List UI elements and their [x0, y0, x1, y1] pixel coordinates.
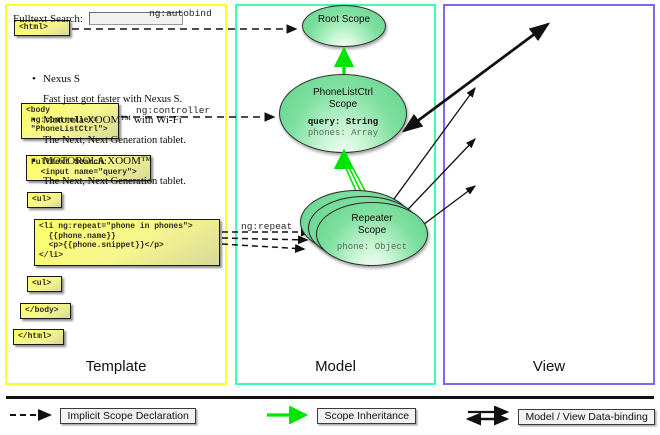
view-phone-name-text-0: Nexus S	[43, 73, 80, 85]
view-phone-name-0: • Nexus S	[30, 72, 205, 87]
connector-label-autobind: ng:autobind	[149, 8, 212, 19]
code-box-html-open: <html>	[14, 20, 70, 36]
scope-phonelistctrl-title: PhoneListCtrl Scope	[312, 87, 374, 110]
scope-repeater: Repeater Scope phone: Object	[316, 202, 428, 266]
bullet-icon: •	[32, 114, 36, 126]
legend-dashed-arrow-icon	[10, 409, 52, 421]
bullet-icon: •	[32, 73, 36, 85]
view-search-label: Fulltext Search:	[13, 12, 83, 25]
view-phone-name-text-2: MOTOROLA XOOM™	[43, 155, 152, 167]
view-phone-snippet-2: The Next, Next Generation tablet.	[43, 176, 186, 187]
code-box-html-close: </html>	[13, 329, 64, 345]
view-phone-item-0: • Nexus S Fast just got faster with Nexu…	[30, 72, 205, 107]
scope-root-title: Root Scope	[317, 14, 371, 25]
code-box-search-markup: Fulltext Search: <input name="query">	[26, 155, 151, 181]
code-box-body-open: <body ng:controller= "PhoneListCtrl">	[21, 103, 119, 139]
legend-divider	[6, 396, 654, 399]
legend-item-scope-inheritance: Scope Inheritance	[265, 405, 417, 425]
code-box-ul-close: <ul>	[27, 276, 62, 292]
bullet-icon: •	[32, 155, 36, 167]
view-phone-item-1: • Motorola XOOM™ with Wi-Fi The Next, Ne…	[30, 113, 205, 148]
legend-label-implicit-scope-declaration: Implicit Scope Declaration	[60, 408, 196, 425]
code-box-body-close: </body>	[20, 303, 71, 319]
legend-double-arrow-icon	[465, 405, 510, 426]
scope-repeater-title: Repeater Scope	[351, 213, 393, 236]
connector-label-controller: ng:controller	[136, 105, 211, 116]
view-phone-snippet-0: Fast just got faster with Nexus S.	[43, 94, 183, 105]
code-box-ul-open: <ul>	[27, 192, 62, 208]
legend-green-arrow-icon	[267, 405, 309, 425]
scope-repeater-prop-phone: phone: Object	[336, 242, 408, 252]
column-view: View	[443, 4, 655, 385]
scope-phonelistctrl-prop-phones: phones: Array	[307, 128, 379, 138]
legend-label-scope-inheritance: Scope Inheritance	[317, 408, 417, 425]
view-search-input[interactable]	[88, 12, 183, 25]
view-phone-name-2: • MOTOROLA XOOM™	[30, 154, 205, 169]
view-phone-item-2: • MOTOROLA XOOM™ The Next, Next Generati…	[30, 154, 205, 189]
legend-label-model-view-data-binding: Model / View Data-binding	[518, 409, 655, 426]
code-box-li-repeat: <li ng:repeat="phone in phones"> {{phone…	[34, 219, 220, 266]
view-phone-snippet-1: The Next, Next Generation tablet.	[43, 135, 186, 146]
legend-item-model-view-data-binding: Model / View Data-binding	[465, 405, 655, 426]
column-label-model: Model	[315, 358, 356, 375]
connector-label-repeat: ng:repeat	[241, 221, 293, 232]
scope-root: Root Scope	[302, 5, 386, 47]
view-search-row: Fulltext Search:	[13, 12, 183, 25]
legend-item-implicit-scope-declaration: Implicit Scope Declaration	[8, 406, 196, 425]
column-label-template: Template	[85, 358, 147, 375]
scope-phonelistctrl: PhoneListCtrl Scope query: String phones…	[279, 74, 407, 153]
view-phone-list: • Nexus S Fast just got faster with Nexu…	[30, 72, 205, 195]
scope-phonelistctrl-prop-query: query: String	[307, 117, 379, 127]
column-label-view: View	[532, 358, 566, 375]
